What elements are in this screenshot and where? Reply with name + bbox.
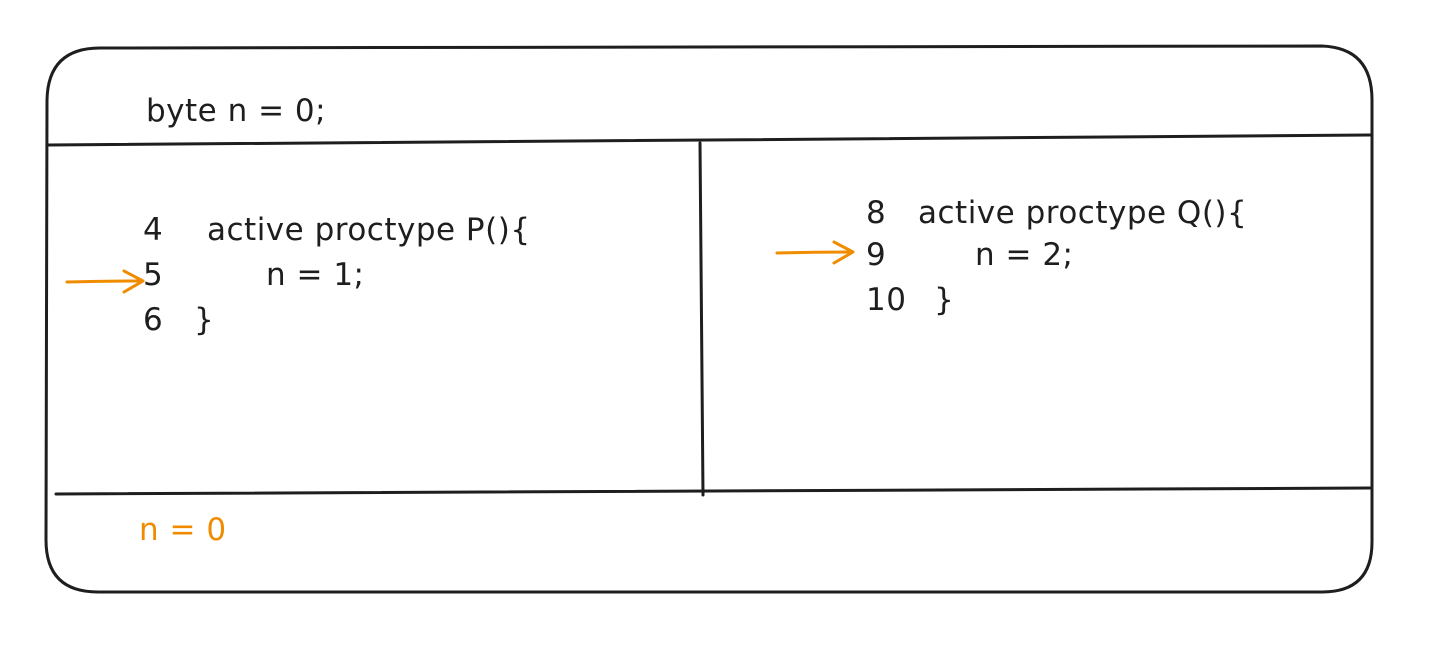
- global-declaration: byte n = 0;: [146, 93, 327, 129]
- p-line-5-number: 5: [143, 257, 164, 293]
- q-line-9-code: n = 2;: [975, 237, 1074, 273]
- q-line-10-code: }: [934, 282, 955, 318]
- p-current-line-arrow-icon: [65, 269, 145, 294]
- q-line-9-number: 9: [866, 237, 887, 273]
- q-line-8-number: 8: [866, 195, 887, 231]
- q-line-10-number: 10: [866, 282, 907, 318]
- q-current-line-arrow-icon: [775, 240, 855, 265]
- state-divider: [54, 486, 1372, 496]
- p-line-4-number: 4: [143, 212, 164, 248]
- process-divider: [698, 141, 705, 497]
- q-line-8-code: active proctype Q(){: [918, 195, 1248, 231]
- p-line-5-code: n = 1;: [266, 257, 365, 293]
- p-line-6-number: 6: [143, 302, 164, 338]
- global-divider: [46, 133, 1372, 147]
- p-line-4-code: active proctype P(){: [207, 212, 531, 248]
- p-line-6-code: }: [194, 302, 215, 338]
- state-value: n = 0: [139, 512, 227, 548]
- outer-box: [44, 44, 1374, 594]
